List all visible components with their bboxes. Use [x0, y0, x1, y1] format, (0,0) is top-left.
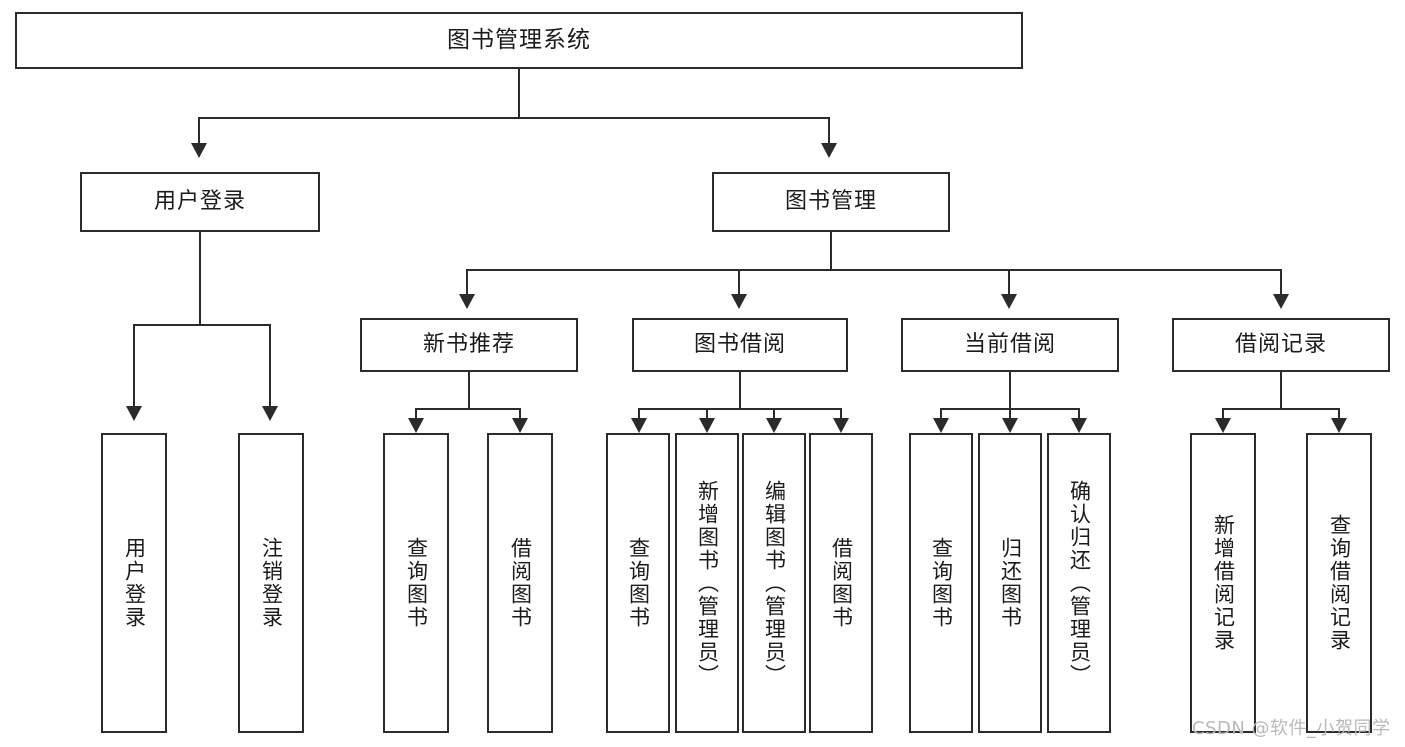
- connector-user-login-drop-1: [133, 324, 135, 408]
- node-leaf-query-record[interactable]: 查询借阅记录: [1306, 433, 1372, 733]
- node-leaf-edit-book-label: 编辑图书（管理员）: [762, 479, 787, 687]
- node-book-management[interactable]: 图书管理: [712, 172, 950, 232]
- connector-cb-stem: [1009, 372, 1011, 408]
- arrowhead-leaf-query-book-1: [408, 418, 424, 433]
- node-leaf-add-book[interactable]: 新增图书（管理员）: [675, 433, 739, 733]
- connector-br-bus: [1222, 408, 1340, 410]
- node-user-login-label: 用户登录: [153, 188, 246, 214]
- node-leaf-return-book-label: 归还图书: [998, 537, 1023, 629]
- arrowhead-leaf-add-record: [1215, 418, 1231, 433]
- arrowhead-borrow-record: [1273, 294, 1289, 309]
- arrowhead-leaf-query-record: [1331, 418, 1347, 433]
- connector-user-login-drop-2: [269, 324, 271, 408]
- node-new-book-recommend-label: 新书推荐: [422, 331, 515, 357]
- connector-nbr-bus: [415, 408, 521, 410]
- connector-user-login-stem: [199, 232, 201, 324]
- node-root[interactable]: 图书管理系统: [15, 12, 1023, 69]
- node-leaf-add-record-label: 新增借阅记录: [1211, 514, 1236, 652]
- node-leaf-edit-book[interactable]: 编辑图书（管理员）: [742, 433, 806, 733]
- node-leaf-confirm-return-label: 确认归还（管理员）: [1067, 479, 1092, 687]
- node-leaf-add-book-label: 新增图书（管理员）: [695, 479, 720, 687]
- connector-br-stem: [1280, 372, 1282, 408]
- connector-cb-drop-1: [940, 408, 942, 420]
- connector-root-stem: [518, 69, 520, 117]
- connector-bb-stem: [739, 372, 741, 408]
- node-leaf-query-record-label: 查询借阅记录: [1327, 514, 1352, 652]
- node-leaf-user-login-label: 用户登录: [122, 537, 147, 629]
- node-current-borrow-label: 当前借阅: [963, 331, 1056, 357]
- node-book-borrow[interactable]: 图书借阅: [632, 318, 848, 372]
- connector-nbr-drop-1: [415, 408, 417, 420]
- connector-bm-drop-1: [466, 269, 468, 296]
- node-leaf-query-book-2[interactable]: 查询图书: [606, 433, 670, 733]
- node-leaf-query-book-3[interactable]: 查询图书: [909, 433, 973, 733]
- node-borrow-record[interactable]: 借阅记录: [1172, 318, 1390, 372]
- connector-bb-bus: [638, 408, 842, 410]
- connector-to-book-management: [828, 117, 830, 145]
- node-leaf-logout-login[interactable]: 注销登录: [238, 433, 304, 733]
- node-leaf-borrow-book-2-label: 借阅图书: [829, 537, 854, 629]
- arrowhead-leaf-borrow-book-1: [512, 418, 528, 433]
- node-leaf-query-book-2-label: 查询图书: [626, 537, 651, 629]
- connector-bb-drop-4: [840, 408, 842, 420]
- node-book-management-label: 图书管理: [784, 188, 877, 214]
- node-leaf-query-book-1-label: 查询图书: [404, 537, 429, 629]
- node-leaf-user-login[interactable]: 用户登录: [101, 433, 167, 733]
- node-borrow-record-label: 借阅记录: [1234, 331, 1327, 357]
- connector-user-login-bus: [133, 324, 269, 326]
- connector-book-management-bus: [466, 269, 1282, 271]
- connector-nbr-drop-2: [519, 408, 521, 420]
- node-leaf-borrow-book-1[interactable]: 借阅图书: [487, 433, 553, 733]
- connector-book-management-stem: [830, 232, 832, 269]
- node-leaf-confirm-return[interactable]: 确认归还（管理员）: [1047, 433, 1111, 733]
- arrowhead-to-user-login: [191, 143, 207, 158]
- node-user-login[interactable]: 用户登录: [80, 172, 320, 232]
- node-leaf-borrow-book-2[interactable]: 借阅图书: [809, 433, 873, 733]
- arrowhead-leaf-logout-login: [262, 406, 278, 421]
- arrowhead-leaf-add-book: [699, 418, 715, 433]
- node-book-borrow-label: 图书借阅: [693, 331, 786, 357]
- connector-bb-drop-3: [773, 408, 775, 420]
- connector-bm-drop-3: [1008, 269, 1010, 296]
- arrowhead-leaf-edit-book: [766, 418, 782, 433]
- connector-bm-drop-4: [1280, 269, 1282, 296]
- node-leaf-query-book-1[interactable]: 查询图书: [383, 433, 449, 733]
- connector-bb-drop-1: [638, 408, 640, 420]
- node-leaf-add-record[interactable]: 新增借阅记录: [1190, 433, 1256, 733]
- arrowhead-to-book-management: [821, 143, 837, 158]
- connector-level2-bus: [198, 117, 830, 119]
- arrowhead-book-borrow: [731, 294, 747, 309]
- connector-cb-drop-2: [1009, 408, 1011, 420]
- connector-cb-drop-3: [1078, 408, 1080, 420]
- connector-br-drop-1: [1222, 408, 1224, 420]
- watermark-text: CSDN @软件_小贺同学: [1192, 718, 1391, 739]
- node-leaf-query-book-3-label: 查询图书: [929, 537, 954, 629]
- connector-br-drop-2: [1338, 408, 1340, 420]
- arrowhead-leaf-confirm-return: [1071, 418, 1087, 433]
- connector-nbr-stem: [468, 372, 470, 408]
- arrowhead-new-book-recommend: [459, 294, 475, 309]
- node-leaf-borrow-book-1-label: 借阅图书: [508, 537, 533, 629]
- arrowhead-current-borrow: [1001, 294, 1017, 309]
- node-leaf-return-book[interactable]: 归还图书: [978, 433, 1042, 733]
- arrowhead-leaf-user-login: [126, 406, 142, 421]
- connector-bb-drop-2: [706, 408, 708, 420]
- connector-to-user-login: [198, 117, 200, 145]
- arrowhead-leaf-borrow-book-2: [833, 418, 849, 433]
- node-root-label: 图书管理系统: [447, 26, 591, 53]
- node-leaf-logout-login-label: 注销登录: [259, 537, 284, 629]
- node-current-borrow[interactable]: 当前借阅: [901, 318, 1119, 372]
- arrowhead-leaf-query-book-2: [631, 418, 647, 433]
- connector-bm-drop-2: [738, 269, 740, 296]
- arrowhead-leaf-return-book: [1002, 418, 1018, 433]
- node-new-book-recommend[interactable]: 新书推荐: [360, 318, 578, 372]
- arrowhead-leaf-query-book-3: [933, 418, 949, 433]
